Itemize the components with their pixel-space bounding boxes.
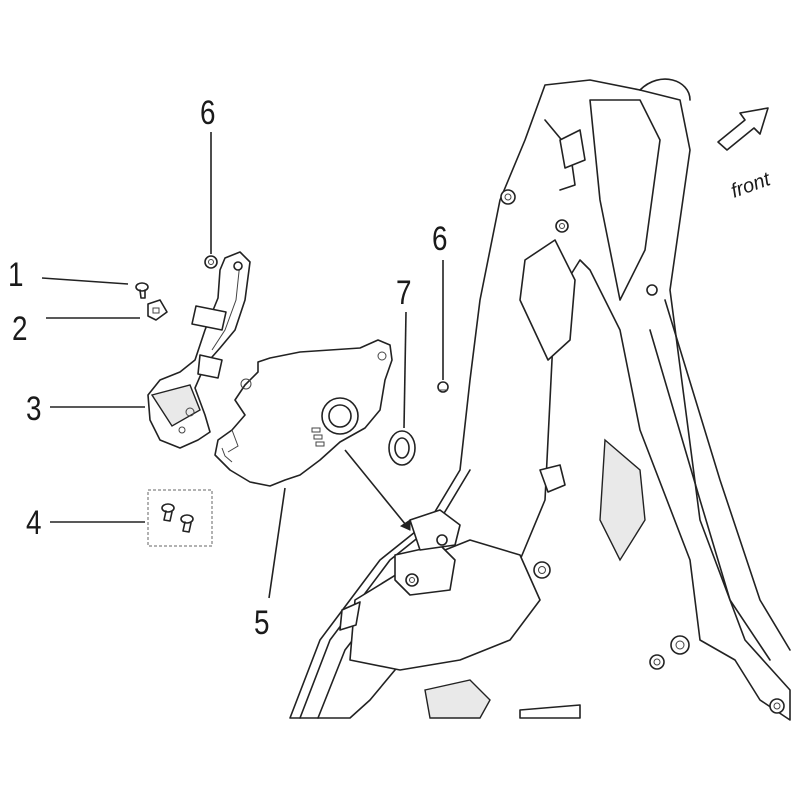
screw-set-4 bbox=[147, 489, 213, 547]
side-cover-panel bbox=[214, 339, 393, 487]
motorcycle-frame bbox=[289, 78, 791, 721]
callout-6-right: 6 bbox=[432, 220, 448, 258]
grommet-7 bbox=[388, 430, 416, 466]
callout-5: 5 bbox=[254, 604, 270, 642]
mounting-bracket bbox=[147, 251, 251, 449]
front-arrow-icon bbox=[717, 107, 769, 151]
leader-lines bbox=[41, 132, 444, 599]
callout-3: 3 bbox=[26, 390, 42, 428]
screw-6-right bbox=[437, 381, 449, 393]
callout-4: 4 bbox=[26, 504, 42, 542]
callout-6-upper: 6 bbox=[200, 94, 216, 132]
slot-holes bbox=[311, 427, 325, 447]
screw-1 bbox=[135, 282, 149, 299]
assembly-arrowhead bbox=[399, 519, 411, 531]
nut-2 bbox=[147, 299, 168, 321]
callout-2: 2 bbox=[12, 310, 28, 348]
screw-6-upper bbox=[204, 255, 218, 269]
callout-7: 7 bbox=[396, 274, 412, 312]
callout-1: 1 bbox=[8, 256, 24, 294]
